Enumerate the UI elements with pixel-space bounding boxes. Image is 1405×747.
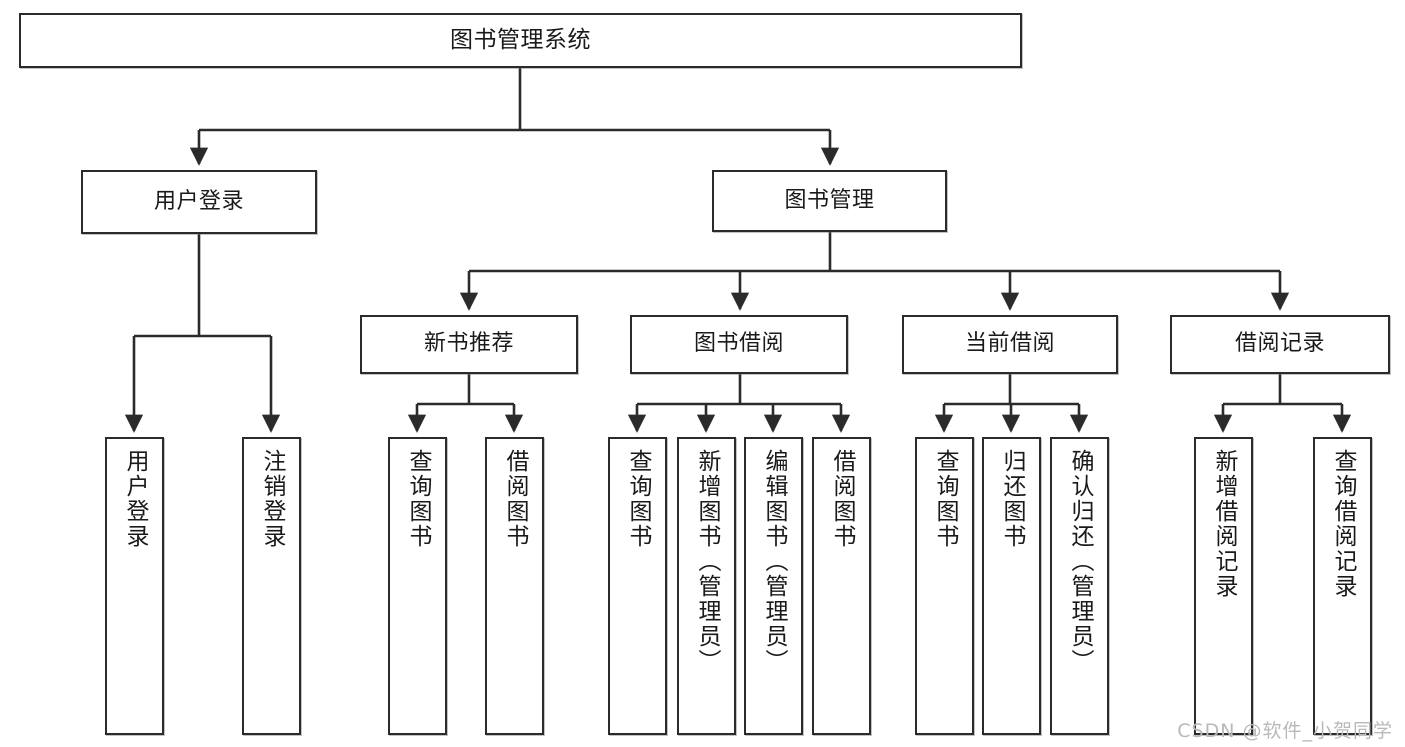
node-leaf-query-book-2[interactable]: 查询图书 xyxy=(608,437,667,735)
node-leaf-query-book-1[interactable]: 查询图书 xyxy=(388,437,447,735)
node-label: 查询图书 xyxy=(625,449,651,549)
node-leaf-edit-book[interactable]: 编辑图书（管理员） xyxy=(744,437,803,735)
csdn-watermark: CSDN @软件_小贺同学 xyxy=(1177,720,1393,742)
node-label: 查询图书 xyxy=(405,449,431,549)
node-new-book-recommend[interactable]: 新书推荐 xyxy=(360,315,578,374)
node-label: 借阅记录 xyxy=(1234,331,1325,357)
node-label: 借阅图书 xyxy=(502,449,528,549)
node-label: 确认归还（管理员） xyxy=(1067,449,1093,674)
node-label: 图书管理 xyxy=(784,187,875,213)
node-leaf-add-book[interactable]: 新增图书（管理员） xyxy=(677,437,736,735)
node-label: 用户登录 xyxy=(122,449,148,549)
node-leaf-return-book[interactable]: 归还图书 xyxy=(982,437,1041,735)
node-book-manage[interactable]: 图书管理 xyxy=(712,170,947,232)
node-leaf-query-book-3[interactable]: 查询图书 xyxy=(915,437,974,735)
node-borrow-record[interactable]: 借阅记录 xyxy=(1170,315,1390,374)
node-label: 归还图书 xyxy=(999,449,1025,549)
node-leaf-user-logout[interactable]: 注销登录 xyxy=(242,437,301,735)
node-label: 借阅图书 xyxy=(829,449,855,549)
node-label: 查询借阅记录 xyxy=(1330,449,1356,599)
node-label: 编辑图书（管理员） xyxy=(761,449,787,674)
node-label: 注销登录 xyxy=(259,449,285,549)
node-book-borrow[interactable]: 图书借阅 xyxy=(630,315,848,374)
node-user-login[interactable]: 用户登录 xyxy=(81,170,317,234)
node-leaf-add-record[interactable]: 新增借阅记录 xyxy=(1194,437,1253,735)
node-label: 查询图书 xyxy=(932,449,958,549)
node-label: 新书推荐 xyxy=(423,331,514,357)
node-label: 当前借阅 xyxy=(964,331,1055,357)
node-label: 图书管理系统 xyxy=(450,26,591,53)
node-leaf-borrow-book-2[interactable]: 借阅图书 xyxy=(812,437,871,735)
node-label: 图书借阅 xyxy=(693,331,784,357)
node-current-borrow[interactable]: 当前借阅 xyxy=(902,315,1118,374)
node-leaf-confirm-return[interactable]: 确认归还（管理员） xyxy=(1050,437,1109,735)
node-leaf-user-login[interactable]: 用户登录 xyxy=(105,437,164,735)
node-leaf-query-record[interactable]: 查询借阅记录 xyxy=(1313,437,1372,735)
node-leaf-borrow-book-1[interactable]: 借阅图书 xyxy=(485,437,544,735)
node-label: 新增图书（管理员） xyxy=(694,449,720,674)
node-root-book-management-system[interactable]: 图书管理系统 xyxy=(19,13,1022,68)
node-label: 新增借阅记录 xyxy=(1211,449,1237,599)
node-label: 用户登录 xyxy=(153,188,244,214)
